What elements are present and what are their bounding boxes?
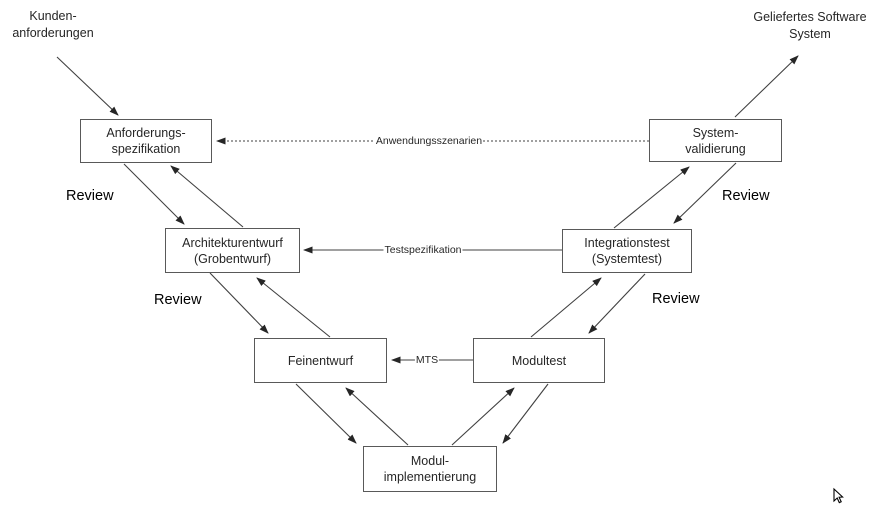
review-label-left-bottom: Review	[154, 292, 202, 308]
box-modultest: Modultest	[473, 338, 605, 383]
label-kundenanforderungen-line2: anforderungen	[12, 26, 94, 40]
arrow-integrationstest-down-modultest	[588, 273, 646, 334]
box-modultest-label: Modultest	[511, 353, 567, 368]
box-architekturentwurf-line2: (Grobentwurf)	[193, 251, 272, 266]
arrow-kundenanforderungen-to-anforderungsspezifikation	[56, 56, 119, 116]
label-kundenanforderungen-line1: Kunden-	[29, 9, 77, 23]
arrow-architektur-up-anforderung	[170, 165, 244, 228]
box-anforderungsspezifikation-line1: Anforderungs-	[106, 126, 186, 140]
arrow-modultest-down-modulimplementierung	[502, 383, 549, 444]
box-modulimplementierung-line2: implementierung	[383, 470, 477, 484]
box-integrationstest-line2: (Systemtest)	[591, 252, 663, 266]
box-modulimplementierung: Modul- implementierung	[363, 446, 497, 492]
arrow-feinentwurf-down-modulimplementierung	[295, 383, 357, 444]
box-architekturentwurf: Architekturentwurf (Grobentwurf)	[165, 228, 300, 273]
arrow-feinentwurf-up-architektur	[256, 277, 331, 338]
arrow-systemvalidierung-to-geliefertes-system	[734, 55, 799, 118]
arrow-anforderung-down-architektur	[123, 163, 185, 225]
arrow-modulimplementierung-up-feinentwurf	[345, 387, 409, 446]
box-integrationstest-line1: Integrationstest	[584, 236, 670, 250]
arrow-architektur-down-feinentwurf	[209, 272, 269, 334]
box-systemvalidierung-line1: System-	[692, 125, 739, 140]
arrow-modulimplementierung-up-modultest	[451, 387, 515, 446]
review-label-left-top: Review	[66, 188, 114, 204]
box-systemvalidierung-line2: validierung	[685, 141, 746, 156]
box-anforderungsspezifikation-line2: spezifikation	[111, 142, 181, 156]
review-label-right-bottom: Review	[652, 291, 700, 307]
label-kundenanforderungen: Kunden- anforderungen	[0, 8, 106, 42]
box-modulimplementierung-line1: Modul-	[410, 454, 450, 468]
arrow-integrationstest-up-systemvalidierung	[613, 166, 690, 229]
connector-label-testspezifikation: Testspezifikation	[383, 244, 463, 256]
box-anforderungsspezifikation: Anforderungs- spezifikation	[80, 119, 212, 163]
arrow-modultest-up-integrationstest	[530, 277, 602, 338]
connector-label-mts: MTS	[414, 354, 440, 366]
label-geliefertes-line2: System	[789, 27, 831, 41]
box-systemvalidierung: System- validierung	[649, 119, 782, 162]
box-feinentwurf-label: Feinentwurf	[287, 353, 354, 368]
review-label-right-top: Review	[722, 188, 770, 204]
connector-label-anwendungsszenarien: Anwendungsszenarien	[374, 135, 484, 147]
label-geliefertes-line1: Geliefertes Software	[753, 10, 867, 24]
box-integrationstest: Integrationstest (Systemtest)	[562, 229, 692, 273]
mouse-cursor-icon	[833, 487, 844, 504]
box-feinentwurf: Feinentwurf	[254, 338, 387, 383]
box-architekturentwurf-line1: Architekturentwurf	[182, 235, 283, 250]
arrow-systemvalidierung-down-integrationstest	[673, 162, 737, 224]
label-geliefertes-software-system: Geliefertes Software System	[742, 9, 878, 43]
